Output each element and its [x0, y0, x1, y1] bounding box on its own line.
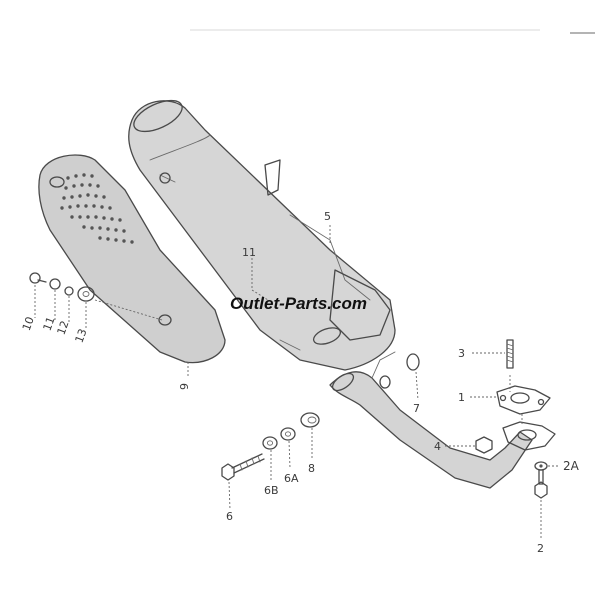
- callout-9: 9: [178, 383, 191, 390]
- exhaust-pipe-part: [329, 351, 533, 489]
- nut-part: [475, 436, 493, 454]
- muffler-body-part: [128, 99, 396, 371]
- grommet-part-13: [77, 286, 95, 302]
- callout-2: 2: [537, 542, 544, 555]
- stud-bolt-part: [506, 339, 514, 369]
- callout-1: 1: [458, 391, 465, 404]
- callout-3: 3: [458, 347, 465, 360]
- callout-4: 4: [434, 440, 441, 453]
- heat-shield-vent-holes: [60, 173, 134, 244]
- mount-boss: [379, 375, 391, 389]
- screw-part-10: [29, 272, 47, 284]
- collar-part-12: [64, 286, 74, 296]
- leader-lines: [34, 225, 560, 540]
- callout-6b: 6B: [264, 484, 279, 497]
- washer-part-6b: [262, 436, 278, 450]
- flange-gasket-part: [496, 385, 551, 415]
- washer-part-2a: [534, 461, 548, 471]
- bolt-part-7: [406, 353, 420, 371]
- callout-6a: 6A: [284, 472, 299, 485]
- grommet-part-8: [300, 412, 320, 428]
- callout-5: 5: [324, 210, 331, 223]
- callout-12: 12: [55, 319, 72, 337]
- exhaust-flange-part: [502, 421, 556, 451]
- watermark: Outlet-Parts.com: [230, 294, 367, 313]
- callout-11-upper: 11: [242, 246, 256, 259]
- callout-11-lower: 11: [41, 315, 58, 333]
- washer-part-11: [49, 278, 61, 290]
- callout-10: 10: [20, 315, 37, 333]
- long-bolt-part-6: [221, 453, 265, 481]
- heat-shield-part: [38, 154, 226, 364]
- callout-2a: 2A: [563, 459, 580, 473]
- callout-13: 13: [73, 327, 90, 345]
- callout-7: 7: [413, 402, 420, 415]
- callout-6: 6: [226, 510, 233, 523]
- washer-part-6a: [280, 427, 296, 441]
- callout-8: 8: [308, 462, 315, 475]
- bolt-part-2: [534, 469, 548, 499]
